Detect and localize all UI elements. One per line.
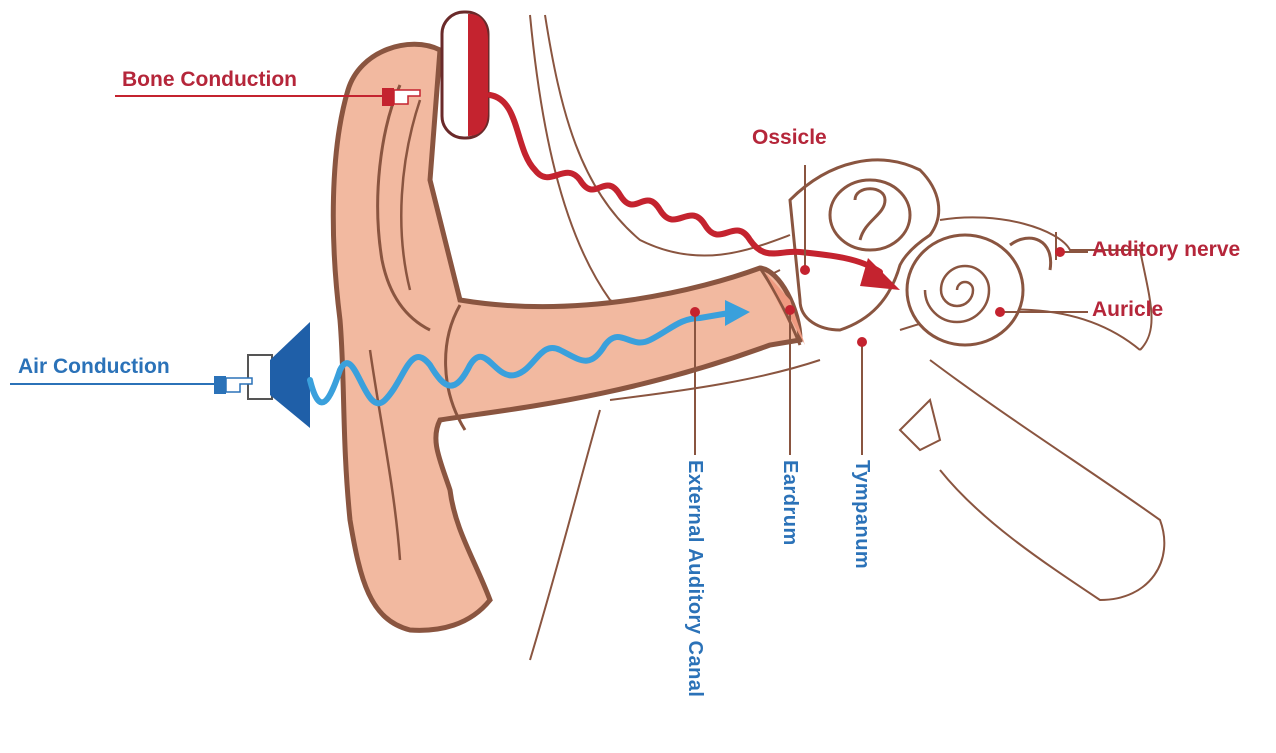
label-auditory-nerve: Auditory nerve xyxy=(1092,238,1240,262)
bone-conduction-device-icon xyxy=(442,12,488,138)
outer-ear xyxy=(333,44,805,630)
label-auricle: Auricle xyxy=(1092,298,1163,322)
label-bone-conduction: Bone Conduction xyxy=(122,68,297,92)
label-air-conduction: Air Conduction xyxy=(18,355,170,379)
label-external-auditory-canal: External Auditory Canal xyxy=(683,460,706,697)
label-eardrum: Eardrum xyxy=(778,460,801,546)
speaker-icon xyxy=(248,322,310,428)
label-tympanum: Tympanum xyxy=(850,460,873,569)
label-ossicle: Ossicle xyxy=(752,126,827,150)
pointing-hand-icon xyxy=(214,376,252,394)
